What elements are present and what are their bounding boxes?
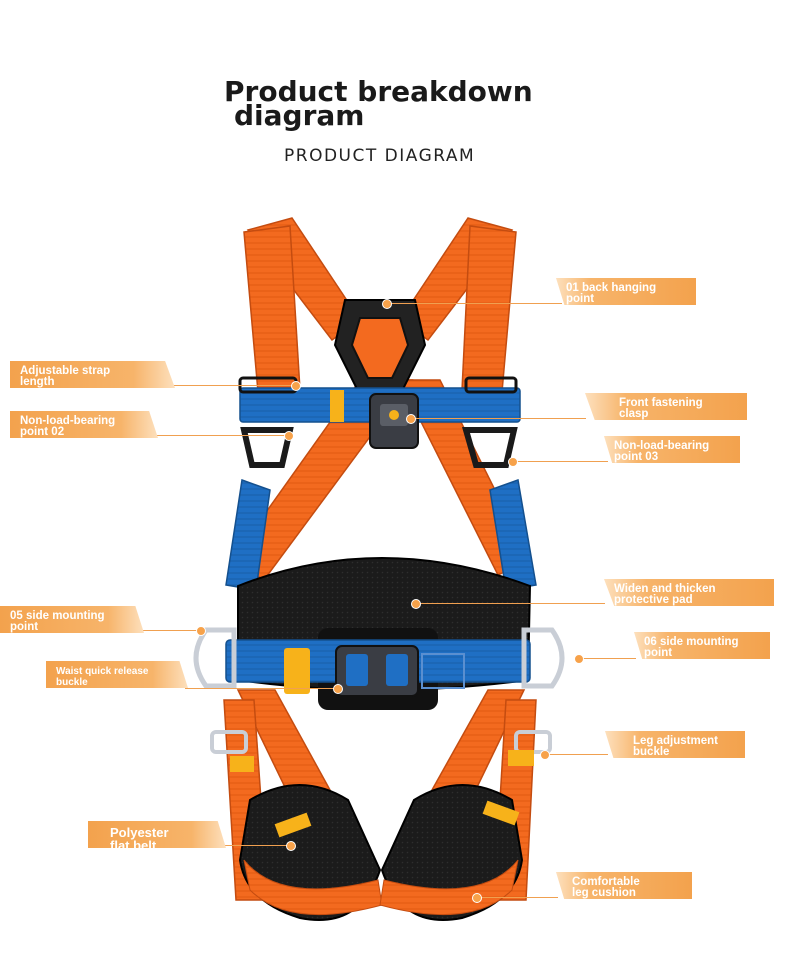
leader-leg-cushion xyxy=(476,897,558,898)
leader-non-load-02 xyxy=(155,435,288,436)
dot-side-05 xyxy=(196,626,206,636)
callout-side-05: 05 side mounting point xyxy=(0,606,144,633)
leader-waist-buckle xyxy=(185,688,337,689)
dot-protective-pad xyxy=(411,599,421,609)
chest-d-rings xyxy=(240,427,518,468)
leader-front-clasp xyxy=(410,418,586,419)
callout-side-06: 06 side mounting point xyxy=(634,632,770,659)
leader-back-point xyxy=(386,303,562,304)
dot-leg-buckle xyxy=(540,750,550,760)
waist-belt xyxy=(193,627,565,697)
dot-back-point xyxy=(382,299,392,309)
callout-non-load-03: Non-load-bearing point 03 xyxy=(604,436,740,463)
callout-leg-cushion: Comfortable leg cushion xyxy=(556,872,692,899)
callout-non-load-02: Non-load-bearing point 02 xyxy=(10,411,158,438)
callout-waist-buckle: Waist quick release buckle xyxy=(46,661,188,688)
chest-strap xyxy=(238,376,521,449)
title-line-2: diagram xyxy=(234,99,365,132)
page-title: Product breakdown diagram xyxy=(224,78,544,132)
callout-front-clasp: Front fastening clasp xyxy=(585,393,747,420)
leader-adjustable-strap xyxy=(170,385,295,386)
callout-leg-buckle: Leg adjustment buckle xyxy=(605,731,745,758)
callout-adjustable-strap: Adjustable strap length xyxy=(10,361,175,388)
callout-back-hanging-point: 01 back hanging point xyxy=(556,278,696,305)
leg-cushions xyxy=(238,784,524,921)
title-line-1: Product breakdown xyxy=(224,75,533,108)
dot-non-load-03 xyxy=(508,457,518,467)
page-subtitle: PRODUCT DIAGRAM xyxy=(284,146,476,166)
leader-protective-pad xyxy=(415,603,605,604)
dot-side-06 xyxy=(574,654,584,664)
leader-non-load-03 xyxy=(512,461,608,462)
dot-leg-cushion xyxy=(472,893,482,903)
back-plate xyxy=(333,299,427,396)
dot-polyester-belt xyxy=(286,841,296,851)
dot-waist-buckle xyxy=(333,684,343,694)
leader-leg-buckle xyxy=(544,754,608,755)
leader-side-06 xyxy=(578,658,636,659)
dot-non-load-02 xyxy=(284,431,294,441)
leader-side-05 xyxy=(140,630,200,631)
dot-adjustable-strap xyxy=(291,381,301,391)
callout-protective-pad: Widen and thicken protective pad xyxy=(604,579,774,606)
dot-front-clasp xyxy=(406,414,416,424)
callout-polyester-belt: Polyester flat belt xyxy=(88,821,226,848)
leader-polyester-belt xyxy=(222,845,290,846)
